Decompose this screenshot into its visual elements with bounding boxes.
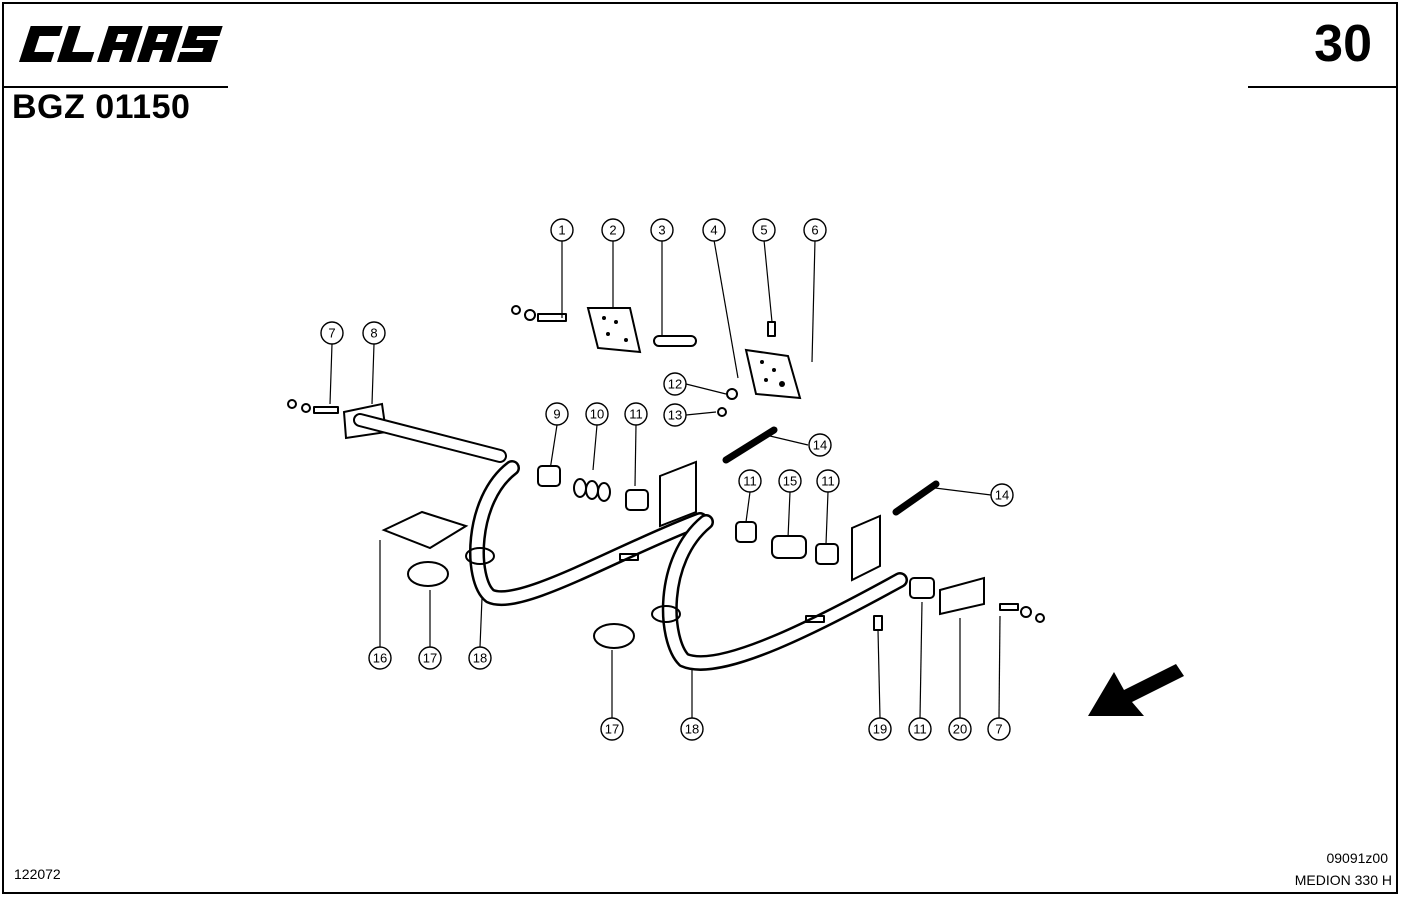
svg-text:7: 7: [328, 326, 335, 341]
rings-10: [573, 478, 611, 502]
claas-logo: [19, 26, 223, 62]
svg-text:11: 11: [821, 474, 835, 489]
svg-text:6: 6: [811, 223, 818, 238]
pedal-frame-left: [465, 460, 708, 606]
callout-12: 12: [663, 372, 687, 396]
buffer-17b: [593, 623, 635, 649]
pivot-pin: [653, 335, 697, 347]
image-code: 09091z00: [1326, 850, 1388, 866]
leader-lines: [329, 239, 1001, 719]
callout-16: 16: [368, 646, 392, 670]
callout-11-c: 11: [816, 469, 840, 493]
spring-14b: [892, 480, 940, 516]
callout-2: 2: [601, 218, 625, 242]
svg-text:14: 14: [995, 488, 1009, 503]
callout-19: 19: [868, 717, 892, 741]
pad-16: [381, 510, 469, 550]
page-number: 30: [1314, 15, 1372, 73]
callout-11-d: 11: [908, 717, 932, 741]
callout-5: 5: [752, 218, 776, 242]
svg-text:2: 2: [609, 223, 616, 238]
callout-13: 13: [663, 403, 687, 427]
svg-text:13: 13: [668, 408, 682, 423]
callout-7-top: 7: [320, 321, 344, 345]
svg-text:14: 14: [813, 438, 827, 453]
callout-11-a: 11: [624, 402, 648, 426]
shaft-8: [287, 399, 507, 463]
grease-nipple-19: [873, 615, 883, 631]
callout-4: 4: [702, 218, 726, 242]
screw-5: [767, 321, 776, 337]
svg-text:1: 1: [558, 223, 565, 238]
callout-9: 9: [545, 402, 569, 426]
svg-text:11: 11: [743, 474, 757, 489]
svg-text:5: 5: [760, 223, 767, 238]
callout-18-a: 18: [468, 646, 492, 670]
svg-text:8: 8: [370, 326, 377, 341]
callout-8: 8: [362, 321, 386, 345]
bushing-11b: [735, 521, 757, 543]
svg-text:18: 18: [473, 651, 487, 666]
svg-text:10: 10: [590, 407, 604, 422]
callout-11-b: 11: [738, 469, 762, 493]
svg-text:15: 15: [783, 474, 797, 489]
callout-20: 20: [948, 717, 972, 741]
callout-17-a: 17: [418, 646, 442, 670]
callout-6: 6: [803, 218, 827, 242]
bushing-11c: [815, 543, 839, 565]
callout-14-a: 14: [808, 433, 832, 457]
callout-15: 15: [778, 469, 802, 493]
bracket-right: [851, 514, 881, 582]
bushing-11a: [625, 489, 649, 511]
plate-20: [939, 576, 985, 616]
callout-18-b: 18: [680, 717, 704, 741]
callout-3: 3: [650, 218, 674, 242]
buffer-17a: [407, 561, 449, 587]
bushing-9: [537, 465, 561, 487]
svg-text:20: 20: [953, 722, 967, 737]
pedal-plate-left: [586, 307, 642, 354]
spring-14a: [722, 426, 778, 464]
model-name: MEDION 330 H: [1294, 872, 1392, 888]
callout-17-b: 17: [600, 717, 624, 741]
svg-text:16: 16: [373, 651, 387, 666]
svg-text:3: 3: [658, 223, 665, 238]
callout-14-b: 14: [990, 483, 1014, 507]
svg-text:9: 9: [553, 407, 560, 422]
svg-text:11: 11: [629, 407, 643, 422]
svg-text:17: 17: [605, 722, 619, 737]
callout-1: 1: [550, 218, 574, 242]
svg-text:17: 17: [423, 651, 437, 666]
bolt-7-right: [999, 603, 1045, 623]
svg-text:18: 18: [685, 722, 699, 737]
pedal-frame-right: [651, 514, 908, 671]
svg-text:19: 19: [873, 722, 887, 737]
svg-text:4: 4: [710, 223, 717, 238]
bushing-11d: [909, 577, 935, 599]
document-code: BGZ 01150: [12, 88, 191, 126]
pedal-plate-right: [744, 348, 802, 400]
bracket-left: [659, 460, 697, 528]
nut-13: [717, 407, 727, 417]
drawing-number: 122072: [14, 866, 61, 882]
svg-text:12: 12: [668, 377, 682, 392]
sleeve-15: [771, 535, 807, 559]
washer-12: [726, 388, 738, 400]
bolt-left: [511, 305, 567, 322]
callout-7-bottom: 7: [987, 717, 1011, 741]
svg-text:7: 7: [995, 722, 1002, 737]
header-rule-left: [2, 86, 228, 88]
svg-text:11: 11: [913, 722, 927, 737]
header-rule-right: [1248, 86, 1398, 88]
direction-arrow-icon: [1088, 664, 1184, 716]
callout-10: 10: [585, 402, 609, 426]
